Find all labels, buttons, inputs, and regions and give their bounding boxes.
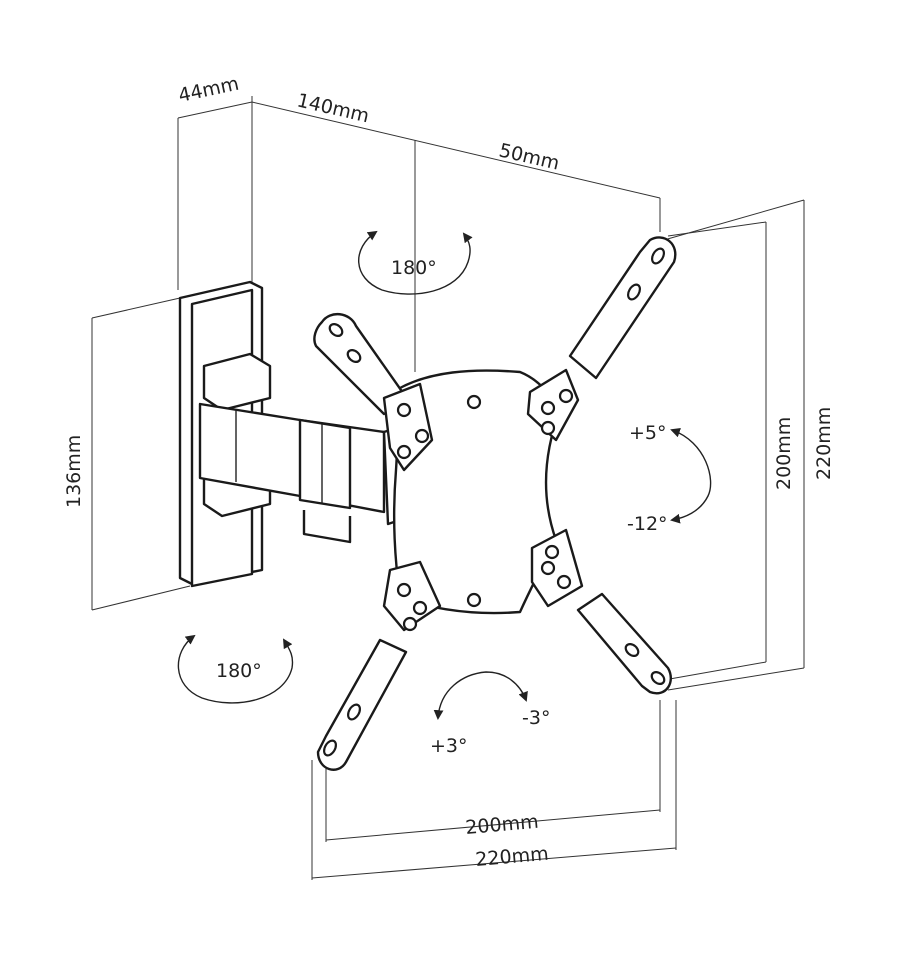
tilt-arrow [670, 427, 712, 524]
dim-136-ext-bottom [91, 585, 191, 611]
swivel-top-arrow [358, 230, 473, 295]
label-tilt-up: +5° [629, 422, 667, 444]
vesa-plate [313, 236, 677, 771]
label-rotate-pos: +3° [430, 735, 468, 757]
label-220mm-vertical: 220mm [813, 407, 835, 480]
rotate-arrow [433, 671, 528, 720]
label-200mm-vertical: 200mm [773, 417, 795, 490]
label-swivel-top: 180° [391, 257, 437, 279]
dim-140-line [251, 101, 661, 199]
label-220mm-horizontal: 220mm [475, 843, 550, 871]
dim-200v-ext-bottom [663, 661, 767, 681]
label-rotate-neg: -3° [522, 707, 550, 729]
label-tilt-down: -12° [627, 513, 668, 535]
label-swivel-bottom: 180° [216, 660, 262, 682]
dim-44-line [177, 101, 253, 119]
dim-200h-line [325, 809, 661, 841]
label-50mm: 50mm [497, 139, 562, 174]
swing-arm [198, 352, 402, 544]
swivel-bottom-arrow [177, 634, 294, 704]
label-140mm: 140mm [295, 89, 371, 127]
label-200mm-horizontal: 200mm [465, 811, 540, 839]
dim-220v-ext-bottom [667, 667, 805, 691]
dim-136-ext-top [91, 297, 181, 319]
label-136mm: 136mm [63, 435, 85, 508]
dim-200v-ext-top [667, 221, 767, 237]
dim-220h-line [311, 847, 677, 879]
label-44mm: 44mm [176, 73, 240, 107]
